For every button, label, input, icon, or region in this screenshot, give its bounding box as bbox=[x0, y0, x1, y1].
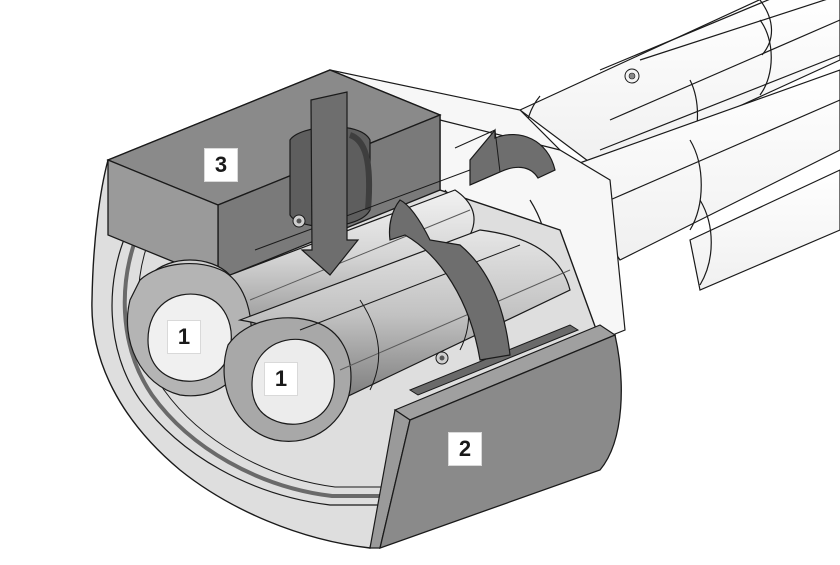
bolt-icon bbox=[435, 351, 449, 365]
callout-inlet: 3 bbox=[204, 148, 238, 182]
bolt-icon bbox=[292, 214, 306, 228]
return-flow-arrow bbox=[454, 128, 556, 186]
callout-outlet: 2 bbox=[448, 432, 482, 466]
inlet-flow-arrow bbox=[300, 91, 360, 276]
callout-rotor-right: 1 bbox=[264, 362, 298, 396]
outlet-block bbox=[369, 324, 622, 550]
outlet-flow-arrow bbox=[388, 199, 511, 361]
bolt-icon bbox=[624, 68, 640, 84]
rear-shaft-assembly bbox=[518, 0, 840, 291]
callout-rotor-left: 1 bbox=[167, 320, 201, 354]
